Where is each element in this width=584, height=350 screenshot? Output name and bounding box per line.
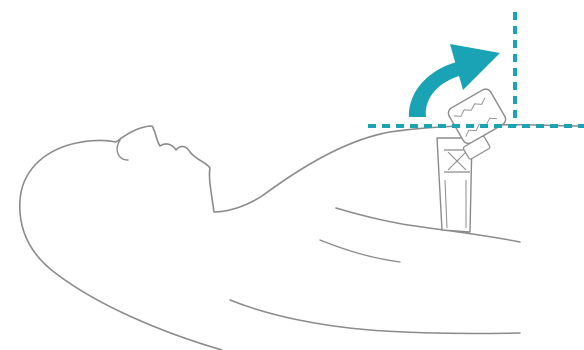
shoulder-outline [320,240,400,262]
arm-outline-lower [230,300,520,334]
ear-outline [117,140,128,160]
tilt-arrow-head [450,44,500,90]
body-outline [20,125,584,350]
arm-outline-upper [336,208,520,242]
